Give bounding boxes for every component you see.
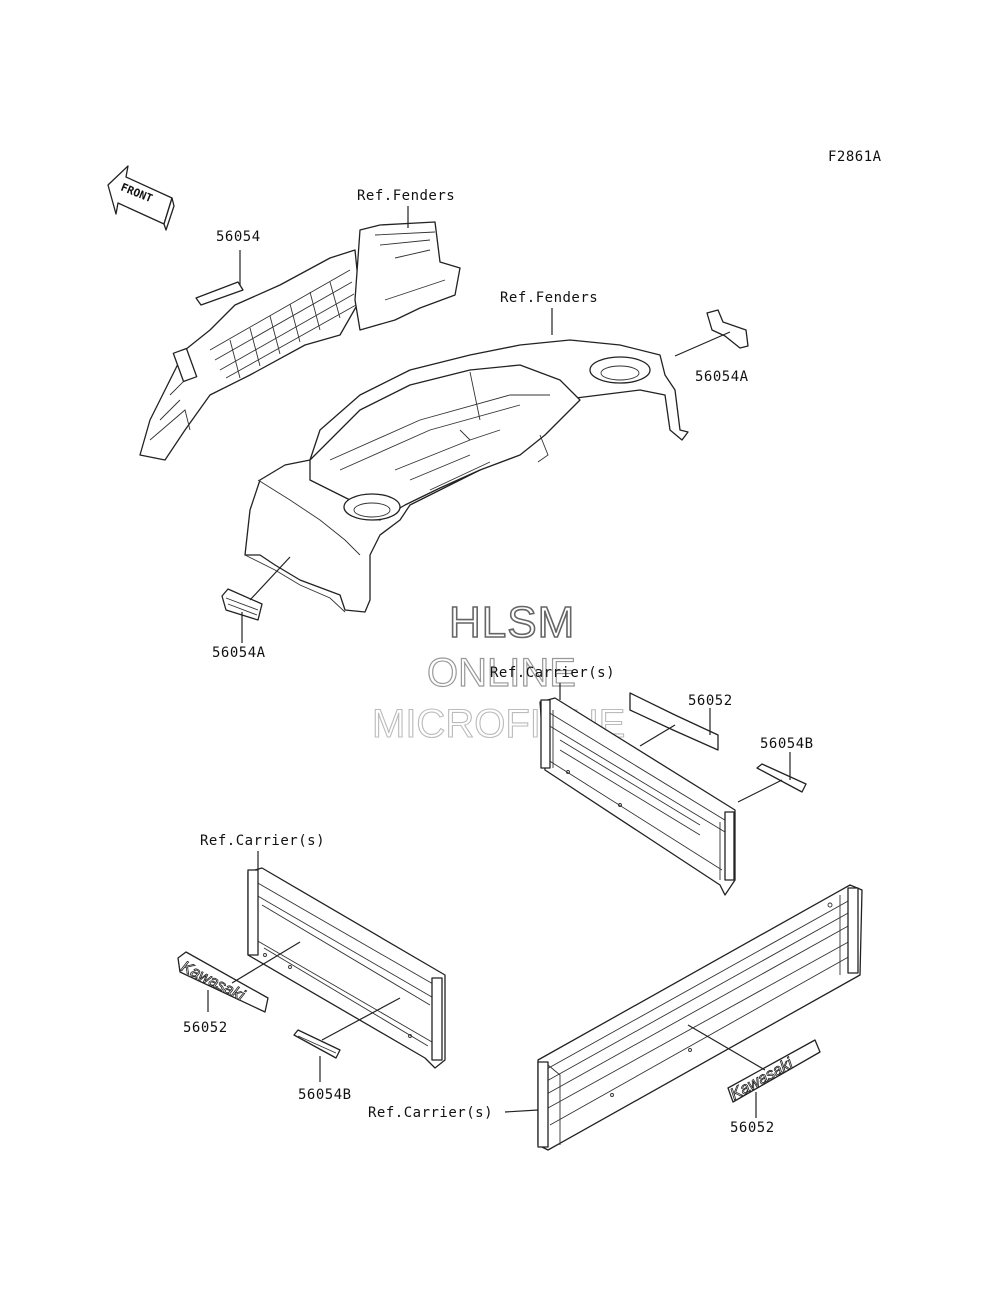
decal-56052-left: Kawasaki xyxy=(177,951,269,1013)
label-ref-fenders-front: Ref.Fenders xyxy=(357,188,455,204)
figure-code: F2861A xyxy=(828,149,882,165)
decal-56054b-upper xyxy=(756,763,807,793)
label-front-left-part: 56054A xyxy=(212,645,266,661)
label-rear-right-part: 56054A xyxy=(695,369,749,385)
watermark-line-1: HLSM xyxy=(449,598,575,647)
decal-56052-upper xyxy=(629,692,719,751)
left-carrier-panel xyxy=(247,867,446,1069)
label-ref-carrier-lower: Ref.Carrier(s) xyxy=(368,1105,493,1121)
watermark-line-2: ONLINE xyxy=(427,651,576,695)
decal-56054a-front xyxy=(221,588,263,621)
kawasaki-decal-text-lower: Kawasaki xyxy=(728,1055,797,1103)
label-top-left-part: 56054 xyxy=(216,229,261,245)
lower-tailgate-panel xyxy=(537,884,863,1151)
label-ref-carrier-upper: Ref.Carrier(s) xyxy=(490,665,615,681)
front-arrow-icon: FRONT xyxy=(107,165,175,231)
label-lower-decal-part: 56052 xyxy=(730,1120,775,1136)
label-ref-carrier-left: Ref.Carrier(s) xyxy=(200,833,325,849)
label-upper-small-part: 56054B xyxy=(760,736,814,752)
label-left-small-part: 56054B xyxy=(298,1087,352,1103)
decal-56054a-rear xyxy=(706,309,749,349)
upper-carrier-panel xyxy=(539,697,736,896)
label-upper-decal-part: 56052 xyxy=(688,693,733,709)
label-ref-fenders-rear: Ref.Fenders xyxy=(500,290,598,306)
decal-56052-lower: Kawasaki xyxy=(727,1039,821,1104)
decal-56054 xyxy=(195,281,244,306)
front-grille-panel xyxy=(139,221,461,461)
rear-fender-body xyxy=(244,339,689,613)
decal-56054b-left xyxy=(293,1029,341,1059)
label-left-decal-part: 56052 xyxy=(183,1020,228,1036)
